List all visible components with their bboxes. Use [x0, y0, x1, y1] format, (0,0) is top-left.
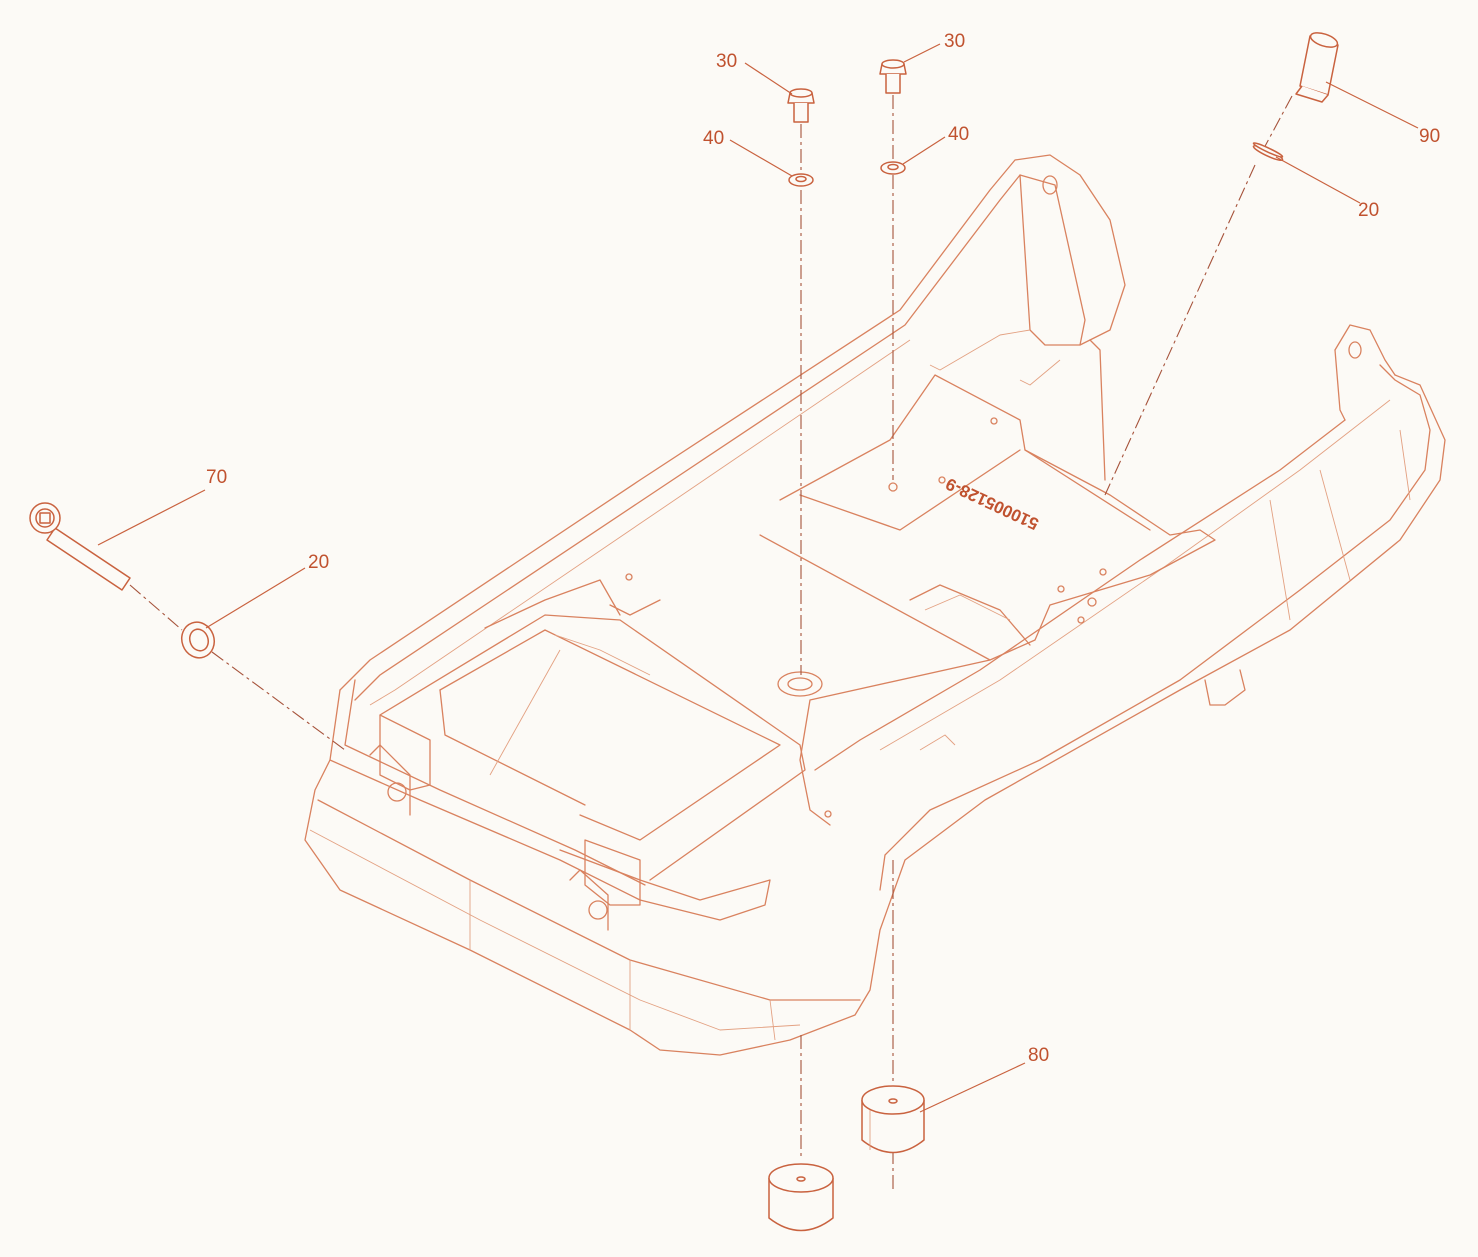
buffer-80-left: [768, 1163, 834, 1232]
leader-lines: [97, 43, 1419, 1113]
bolt-30-right: [879, 59, 907, 94]
callouts: 30 30 40 40 90 20 70 20 80: [206, 31, 1440, 1066]
callout-40-right: 40: [948, 124, 969, 145]
centerlines: [129, 95, 1293, 1190]
callout-70: 70: [206, 467, 227, 488]
part-number-stamp: 510005128-9: [943, 474, 1042, 534]
washer-40-right: [880, 161, 906, 175]
housing-body: [304, 154, 1446, 1056]
screw-70: [29, 502, 131, 591]
callout-20-top: 20: [1358, 200, 1379, 221]
callout-40-left: 40: [703, 128, 724, 149]
callout-30-right: 30: [944, 31, 965, 52]
washer-40-left: [788, 173, 814, 187]
callout-90: 90: [1419, 126, 1440, 147]
callout-30-left: 30: [716, 51, 737, 72]
washer-20-left: [181, 621, 215, 659]
washer-20-top: [1252, 142, 1284, 162]
callout-80: 80: [1028, 1045, 1049, 1066]
buffer-80-right: [861, 1085, 925, 1154]
callout-20-left: 20: [308, 552, 329, 573]
screw-90: [1295, 32, 1339, 103]
